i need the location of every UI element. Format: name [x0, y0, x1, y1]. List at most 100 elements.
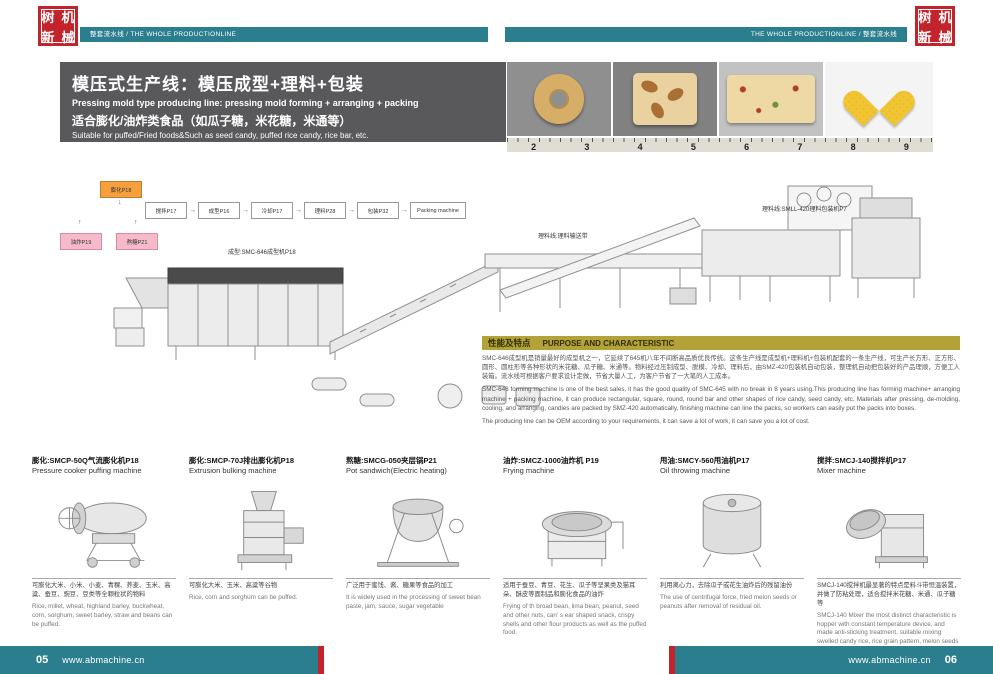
- footer-accent-right: [669, 646, 675, 674]
- flow-row: 搅拌P17 → 成型P16 → 冷却P17 → 理料P28 → 包装P32 → …: [145, 202, 466, 219]
- logo-char: 机: [61, 9, 75, 25]
- product-name: Mixer machine: [817, 466, 866, 476]
- product-name: Pot sandwich(Electric heating): [346, 466, 447, 476]
- arrow-right-icon: →: [401, 207, 408, 214]
- ruler-number: 3: [584, 142, 590, 152]
- website-url[interactable]: www.abmachine.cn: [62, 655, 145, 665]
- product-photo-area: [503, 478, 647, 574]
- product-desc-cn: 可膨化大米、玉米、高粱等谷物: [189, 582, 278, 590]
- product-desc-cn: 适用于蚕豆、青豆、花生、瓜子等坚果类及猫耳朵、酥皮等面制品和膨化食品的油炸: [503, 582, 636, 599]
- annotation-conveyor: 理料线:理料输送带: [538, 234, 588, 240]
- divider: [817, 578, 961, 580]
- product-desc-en: The use of centrifugal force, fried melo…: [660, 594, 797, 610]
- heart-candy-shape: [857, 76, 901, 116]
- product-photo-area: [189, 478, 333, 574]
- page-title-en: Pressing mold type producing line: press…: [72, 98, 419, 108]
- page-number-right: 06: [944, 654, 957, 666]
- ruler-number: 9: [903, 142, 909, 152]
- flow-step-mixing: 搅拌P17: [145, 202, 187, 219]
- product-model: 膨化:SMCP-70J排出膨化机P18: [189, 456, 295, 465]
- section-title-block: 模压式生产线：模压成型+理料+包装 Pressing mold type pro…: [60, 62, 506, 142]
- footer-accent-left: [318, 646, 324, 674]
- flow-step-sugar-cooking: 熬糖P21: [116, 233, 158, 250]
- purpose-body-cn: SMC-646成型机是销量最好的成型机之一，它延续了645机八年不间断高品质优良…: [482, 355, 960, 381]
- almond-shape: [639, 78, 660, 95]
- product-name: Oil throwing machine: [660, 466, 731, 476]
- page-number-left: 05: [36, 654, 49, 666]
- brand-seal-logo: 树 机 新 械: [915, 6, 955, 46]
- product-desc-en: Rice, corn and sorghum can be puffed.: [189, 594, 298, 602]
- divider: [660, 578, 804, 580]
- ruler-number: 2: [531, 142, 537, 152]
- logo-char: 树: [918, 9, 932, 25]
- product-photo-area: [346, 478, 490, 574]
- photo-rice-bar: [719, 62, 823, 136]
- logo-char: 树: [41, 9, 55, 25]
- flow-step-arranging: 理料P28: [304, 202, 346, 219]
- flow-step-cooling: 冷却P17: [251, 202, 293, 219]
- product-desc-en: Rice, millet, wheat, highland barley, bu…: [32, 603, 173, 628]
- product-model: 熬糖:SMCG-050夹层锅P21: [346, 456, 437, 465]
- product-card-mixer: 搅拌:SMCJ-140搅拌机P17 Mixer machine: [817, 456, 961, 656]
- flow-step-puffing: 膨化P18: [100, 181, 142, 198]
- divider: [503, 578, 647, 580]
- purpose-body-en2: The producing line can be OEM according …: [482, 417, 810, 425]
- product-photo-area: [660, 478, 804, 574]
- header-bar-left: 整套流水线 / THE WHOLE PRODUCTIONLINE: [80, 27, 488, 42]
- oil-throwing-machine-photo: [702, 494, 762, 568]
- purpose-section: 性能及特点 PURPOSE AND CHARACTERISTIC SMC-646…: [482, 336, 960, 426]
- annotation-forming-machine: 成型:SMC-646成型机P18: [228, 250, 296, 256]
- puffing-machine-photo: [58, 502, 147, 569]
- ruler-number: 6: [744, 142, 750, 152]
- product-model: 搅拌:SMCJ-140搅拌机P17: [817, 456, 907, 465]
- divider: [32, 578, 176, 580]
- purpose-header: 性能及特点 PURPOSE AND CHARACTERISTIC: [482, 336, 960, 350]
- product-card-extrusion: 膨化:SMCP-70J排出膨化机P18 Extrusion bulking ma…: [189, 456, 333, 656]
- brand-seal-logo: 树 机 新 械: [38, 6, 78, 46]
- candy-shape: [633, 73, 697, 125]
- purpose-body-en: SMC-646 forming machine is one of the be…: [482, 386, 960, 412]
- logo-char: 械: [938, 29, 952, 45]
- arrow-right-icon: →: [189, 207, 196, 214]
- arrow-down-icon: ↓: [118, 199, 122, 206]
- product-card-centrifuge: 甩油:SMCY-560甩油机P17 Oil throwing machine 利…: [660, 456, 804, 656]
- product-desc-en: It is widely used in the processing of s…: [346, 594, 481, 610]
- product-desc-cn: 可膨化大米、小米、小麦、青稞、荞麦、玉米、高粱、蚕豆、豌豆、豆类等全颗粒状的物料: [32, 582, 171, 599]
- rice-bar-shape: [727, 75, 815, 123]
- photo-almond-candy: [613, 62, 717, 136]
- product-desc-cn: SMCJ-140搅拌机最显著的特点是料斗带恒温装置，并做了防粘处理，适合搅拌米花…: [817, 582, 961, 607]
- logo-char: 械: [61, 29, 75, 45]
- product-card-kettle: 熬糖:SMCG-050夹层锅P21 Pot sandwich(Electric …: [346, 456, 490, 656]
- flow-step-packing-machine: Packing machine: [410, 202, 466, 219]
- arrow-up-icon: ↑: [78, 219, 82, 226]
- product-photo-area: [817, 478, 961, 574]
- website-url[interactable]: www.abmachine.cn: [848, 655, 931, 665]
- arrow-up-icon: ↑: [134, 219, 138, 226]
- product-name: Extrusion bulking machine: [189, 466, 277, 476]
- scale-ruler: 2 3 4 5 6 7 8 9: [507, 138, 933, 152]
- logo-char: 新: [918, 29, 932, 45]
- footer-bar-left: 05 www.abmachine.cn: [0, 646, 318, 674]
- production-line-diagram: 膨化P18 ↓ 油炸P19 熬糖P21 ↑ ↑ 搅拌P17 → 成型P16 → …: [30, 156, 963, 452]
- flow-step-forming: 成型P16: [198, 202, 240, 219]
- almond-shape: [665, 85, 686, 104]
- page-title-cn: 模压式生产线：模压成型+理料+包装: [72, 75, 364, 94]
- photo-heart-millet-candy: [825, 62, 933, 136]
- logo-char: 新: [41, 29, 55, 45]
- product-photo-area: [32, 478, 176, 574]
- product-card-puffing: 膨化:SMCP-50Q气流膨化机P18 Pressure cooker puff…: [32, 456, 176, 656]
- product-desc-cn: 利用离心力，去除瓜子或花生油炸后的残留油份: [660, 582, 793, 590]
- product-desc-en: Frying of th broad bean, lima bean, pean…: [503, 603, 647, 637]
- arrow-right-icon: →: [295, 207, 302, 214]
- flow-step-packing: 包装P32: [357, 202, 399, 219]
- annotation-packing-machine: 理料线:SMLL-420理料包装机P7: [762, 207, 847, 213]
- divider: [346, 578, 490, 580]
- product-model: 油炸:SMCZ-1000油炸机 P19: [503, 456, 599, 465]
- arrow-right-icon: →: [242, 207, 249, 214]
- ruler-number: 7: [797, 142, 803, 152]
- purpose-header-en: PURPOSE AND CHARACTERISTIC: [542, 338, 675, 348]
- ruler-number: 4: [637, 142, 643, 152]
- jacketed-kettle-photo: [377, 499, 464, 568]
- ruler-number: 5: [690, 142, 696, 152]
